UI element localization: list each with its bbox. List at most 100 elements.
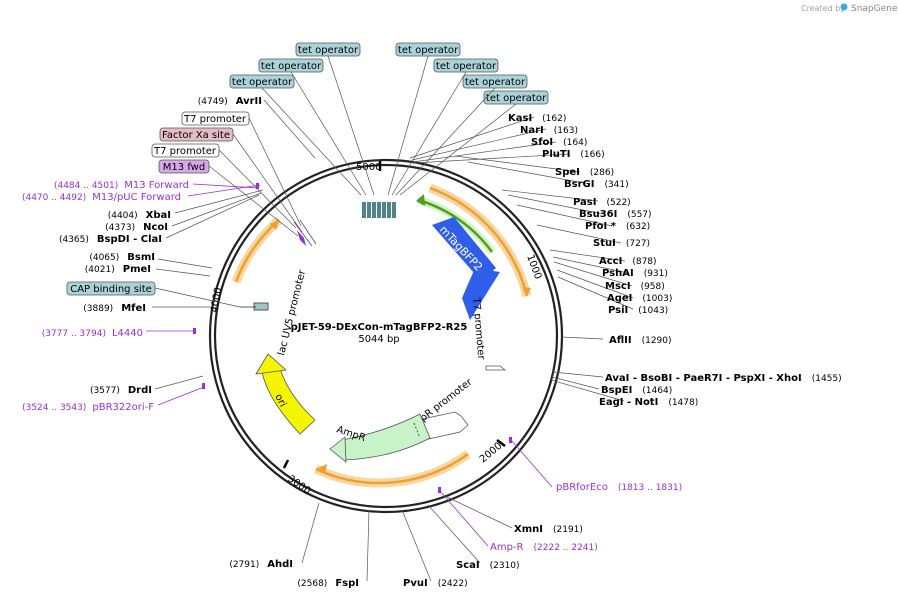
top-box-3: tet operator xyxy=(258,58,324,73)
site-NarI: NarI(163) xyxy=(520,125,578,136)
tick-label-4000: 4000 xyxy=(209,287,224,314)
site-BspEI: BspEI(1464) xyxy=(601,385,672,396)
plasmid-size: 5044 bp xyxy=(358,334,399,345)
snapgene-logo-icon xyxy=(840,3,848,11)
feature-ori-arrow xyxy=(255,353,287,375)
site-PluTI: PluTI(166) xyxy=(542,149,605,160)
feature-T7-left-mark xyxy=(293,221,313,247)
site-NcoI: (4373)NcoI xyxy=(105,222,168,233)
site-XmnI: XmnI(2191) xyxy=(514,524,583,535)
site-AvaI-XhoI: AvaI - BsoBI - PaeR7I - PspXI - XhoI(145… xyxy=(605,373,842,384)
tet-operator-block-3 xyxy=(372,202,376,218)
primer-L4440-mark xyxy=(193,328,196,334)
primer-Amp-R: Amp-R(2222 .. 2241) xyxy=(490,542,598,553)
top-box-2-label: tet operator xyxy=(398,45,459,56)
top-box-4-label: tet operator xyxy=(436,61,497,72)
top-box-5: tet operator xyxy=(229,74,295,89)
site-BsrGI: BsrGI(341) xyxy=(564,179,629,190)
left-box-cap-label: CAP binding site xyxy=(70,284,152,295)
top-box-7: tet operator xyxy=(483,90,549,105)
site-SfoI: SfoI(164) xyxy=(531,137,587,148)
feature-factorXa-mark xyxy=(299,219,317,245)
top-box-1: tet operator xyxy=(295,42,361,57)
tet-operator-block-2 xyxy=(367,202,371,218)
left-box-factorXa: Factor Xa site xyxy=(159,127,234,142)
site-FspI: (2568)FspI xyxy=(297,578,359,589)
feature-orange-right-arrow xyxy=(522,287,531,296)
site-PsiI: PsiI(1043) xyxy=(608,305,668,316)
site-MfeI: (3889)MfeI xyxy=(83,303,146,314)
primer-m13-puc-forward: (4470 .. 4492)M13/pUC Forward xyxy=(22,192,181,203)
tet-operator-block-7 xyxy=(392,202,396,218)
tet-operator-block-4 xyxy=(377,202,381,218)
top-box-5-label: tet operator xyxy=(232,77,293,88)
primer-m13-forward: (4484 .. 4501)M13 Forward xyxy=(54,180,189,191)
site-BspDI-ClaI: (4365)BspDI - ClaI xyxy=(59,234,162,245)
primer-L4440: (3777 .. 3794)L4440 xyxy=(42,328,143,339)
feature-orange-left-arrow xyxy=(270,220,279,230)
left-box-t7-1: T7 promoter xyxy=(181,111,250,126)
tick-label-1000: 1000 xyxy=(524,253,543,281)
feature-mTagBFP2 xyxy=(432,217,496,281)
primer-pBRforEco-mark xyxy=(509,437,512,443)
label-T7-promoter-right: T7 promoter xyxy=(470,296,487,361)
left-box-factorXa-label: Factor Xa site xyxy=(162,130,230,141)
site-PmeI: (4021)PmeI xyxy=(85,264,151,275)
top-box-2: tet operator xyxy=(395,42,461,57)
site-Bsu36I: Bsu36I(557) xyxy=(579,209,652,220)
feature-mTagBFP2-arrow xyxy=(462,268,500,320)
feature-orange-bottom xyxy=(315,452,469,485)
site-PvuI: PvuI(2422) xyxy=(403,578,468,589)
watermark-brand: SnapGene xyxy=(851,4,898,14)
left-box-t7-2-label: T7 promoter xyxy=(153,146,217,157)
feature-green-arrow xyxy=(416,194,425,206)
tick-2000 xyxy=(496,439,506,447)
site-AflII: AflII(1290) xyxy=(609,335,672,346)
feature-M13-fwd-mark xyxy=(297,230,306,246)
left-box-m13fwd: M13 fwd xyxy=(158,159,210,174)
feature-T7-promoter-right xyxy=(485,365,507,371)
top-box-7-label: tet operator xyxy=(486,93,547,104)
site-AccI: AccI(878) xyxy=(599,256,657,267)
watermark-prefix: Created by xyxy=(801,4,845,13)
site-KasI: KasI(162) xyxy=(508,113,566,124)
site-MscI: MscI(958) xyxy=(605,281,665,292)
site-AhdI: (2791)AhdI xyxy=(229,559,293,570)
feature-ori xyxy=(261,367,316,435)
site-AgeI: AgeI(1003) xyxy=(607,293,672,304)
plasmid-name: pJET-59-DExCon-mTagBFP2-R25 xyxy=(291,322,468,333)
site-EagI-NotI: EagI - NotI(1478) xyxy=(599,397,698,408)
site-AvrII: (4749)AvrII xyxy=(198,96,262,107)
primer-pBR322ori-F: (3524 .. 3543)pBR322ori-F xyxy=(22,402,154,413)
site-DrdI: (3577)DrdI xyxy=(90,385,152,396)
feature-lac-operator xyxy=(253,302,269,311)
feature-green xyxy=(417,198,494,253)
backbone-outer xyxy=(208,158,564,514)
tet-operator-block-5 xyxy=(382,202,386,218)
tet-operator-block-6 xyxy=(387,202,391,218)
site-BsmI: (4065)BsmI xyxy=(89,252,155,263)
left-box-cap: CAP binding site xyxy=(66,281,156,296)
site-PasI: PasI(522) xyxy=(573,197,631,208)
left-box-m13fwd-label: M13 fwd xyxy=(163,162,205,173)
top-box-3-label: tet operator xyxy=(261,61,322,72)
label-lac-UV5-promoter: lac UV5 promoter xyxy=(276,268,308,357)
top-box-6: tet operator xyxy=(462,74,528,89)
primer-lines xyxy=(146,183,553,547)
top-box-1-label: tet operator xyxy=(298,45,359,56)
tick-label-3000: 3000 xyxy=(285,473,312,497)
site-PshAI: PshAI(931) xyxy=(602,268,668,279)
tick-label-5000: 5000 xyxy=(356,162,381,173)
left-box-t7-1-label: T7 promoter xyxy=(183,114,247,125)
left-box-t7-2: T7 promoter xyxy=(151,143,220,158)
primer-pBRforEco: pBRforEco(1813 .. 1831) xyxy=(556,482,682,493)
feature-orange-bottom-arrow xyxy=(316,464,327,474)
label-ori: ori xyxy=(272,392,288,409)
leader-lines xyxy=(152,55,634,582)
primer-AmpR-mark xyxy=(438,487,441,493)
tet-operator-block-1 xyxy=(362,202,366,218)
feature-orange-left-halo xyxy=(231,216,283,284)
site-PfoI: PfoI *(632) xyxy=(585,221,650,232)
tick-3000 xyxy=(282,459,290,469)
